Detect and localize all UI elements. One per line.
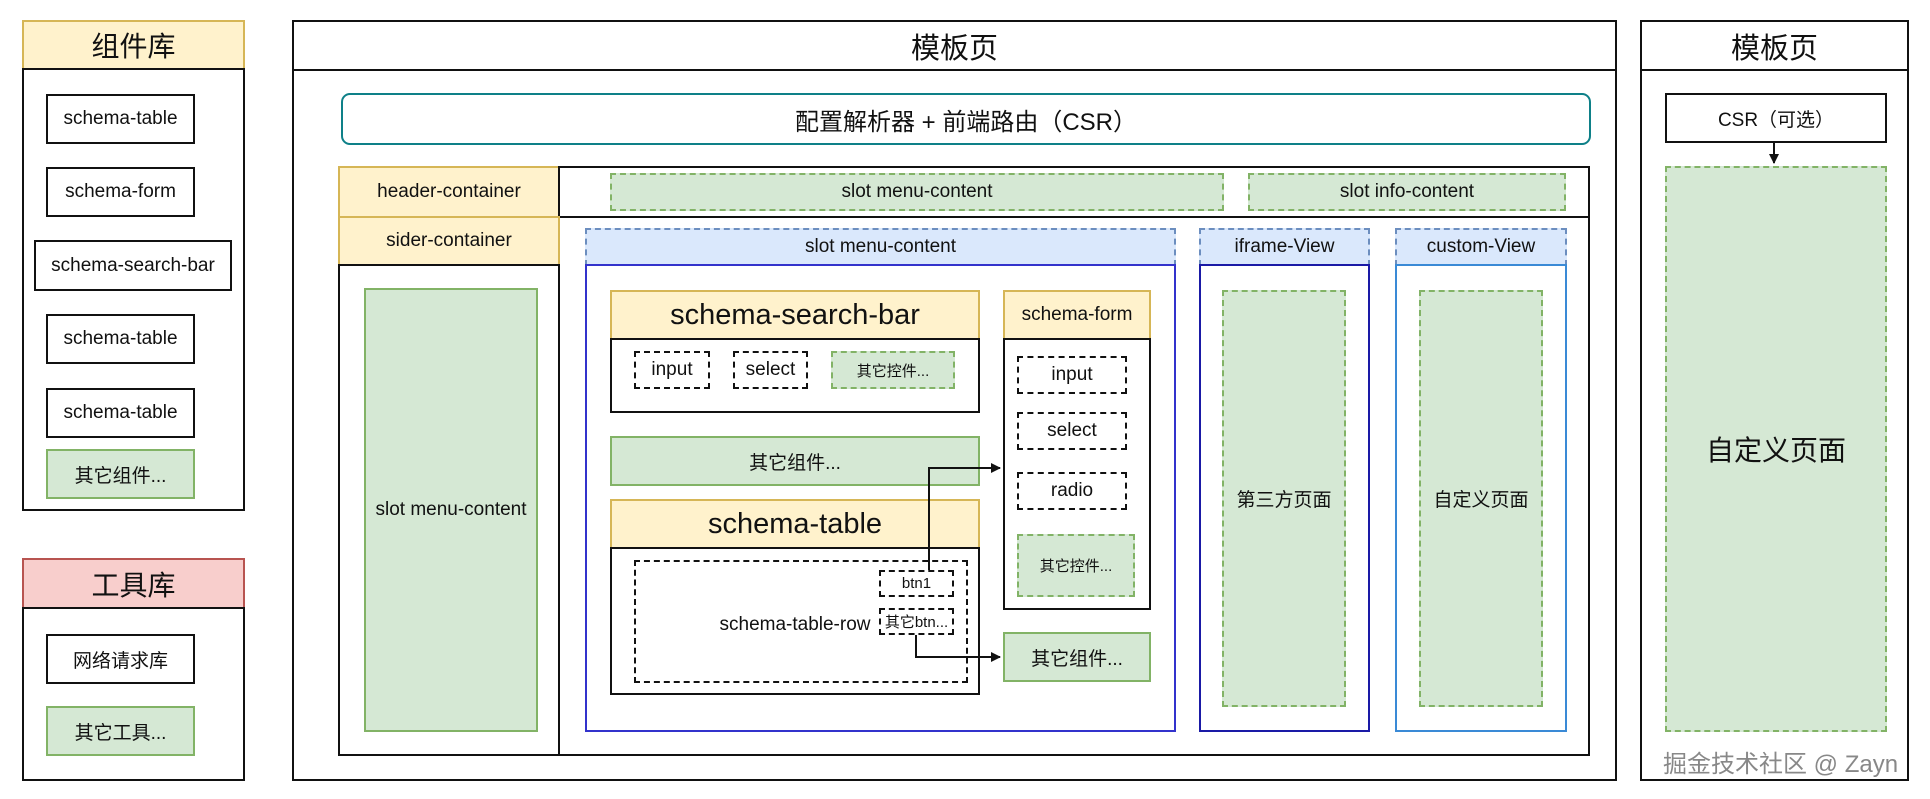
component-lib-panel	[22, 68, 245, 511]
component-item: schema-table	[46, 314, 195, 364]
other-component-1: 其它组件...	[610, 436, 980, 486]
iframe-view-content: 第三方页面	[1222, 290, 1346, 707]
search-bar-input: input	[634, 351, 710, 389]
tool-lib-title: 工具库	[22, 558, 245, 609]
custom-page: 自定义页面	[1665, 166, 1887, 732]
custom-view-title: custom-View	[1395, 228, 1567, 266]
table-row-label: schema-table-row	[719, 614, 871, 635]
main-slot-area	[585, 264, 1176, 732]
template-main-title: 模板页	[292, 20, 1617, 71]
component-item: schema-form	[46, 167, 195, 217]
other-component-2: 其它组件...	[1003, 632, 1151, 682]
iframe-view-title: iframe-View	[1199, 228, 1370, 266]
table-btn1: btn1	[879, 570, 954, 597]
sider-container: sider-container	[338, 216, 560, 266]
search-bar-title: schema-search-bar	[610, 290, 980, 340]
form-body	[1003, 338, 1151, 610]
component-item: schema-table	[46, 94, 195, 144]
main-slot-menu-content-header: slot menu-content	[585, 228, 1176, 266]
tool-item-other: 其它工具...	[46, 706, 195, 756]
form-other-controls: 其它控件...	[1017, 534, 1135, 597]
component-item-other: 其它组件...	[46, 449, 195, 499]
form-select: select	[1017, 412, 1127, 450]
form-input: input	[1017, 356, 1127, 394]
header-slot-info-content: slot info-content	[1248, 173, 1566, 211]
search-bar-select: select	[733, 351, 808, 389]
custom-view-body	[1395, 264, 1567, 732]
form-radio: radio	[1017, 472, 1127, 510]
header-slot-menu-content: slot menu-content	[610, 173, 1224, 211]
table-title: schema-table	[610, 499, 980, 549]
table-body	[610, 547, 980, 695]
iframe-view-body	[1199, 264, 1370, 732]
header-bar	[558, 166, 1590, 218]
header-container: header-container	[338, 166, 560, 218]
csr-optional: CSR（可选）	[1665, 93, 1887, 143]
template-right-title: 模板页	[1640, 20, 1909, 71]
sider-slot-menu-content: slot menu-content	[364, 288, 538, 732]
component-item: schema-search-bar	[34, 240, 232, 291]
component-lib-title: 组件库	[22, 20, 245, 70]
watermark: 掘金技术社区 @ Zayn	[1663, 751, 1899, 778]
table-btn-other: 其它btn...	[879, 608, 954, 635]
template-main-panel	[292, 69, 1617, 781]
sider-body	[338, 264, 560, 756]
search-bar-other-controls: 其它控件...	[831, 351, 955, 389]
tool-lib-panel	[22, 607, 245, 781]
search-bar-body	[610, 338, 980, 413]
form-title: schema-form	[1003, 290, 1151, 340]
template-right-panel	[1640, 69, 1909, 781]
component-item: schema-table	[46, 388, 195, 438]
tool-item: 网络请求库	[46, 634, 195, 684]
custom-view-content: 自定义页面	[1419, 290, 1543, 707]
config-parser-router: 配置解析器 + 前端路由（CSR）	[341, 93, 1591, 145]
